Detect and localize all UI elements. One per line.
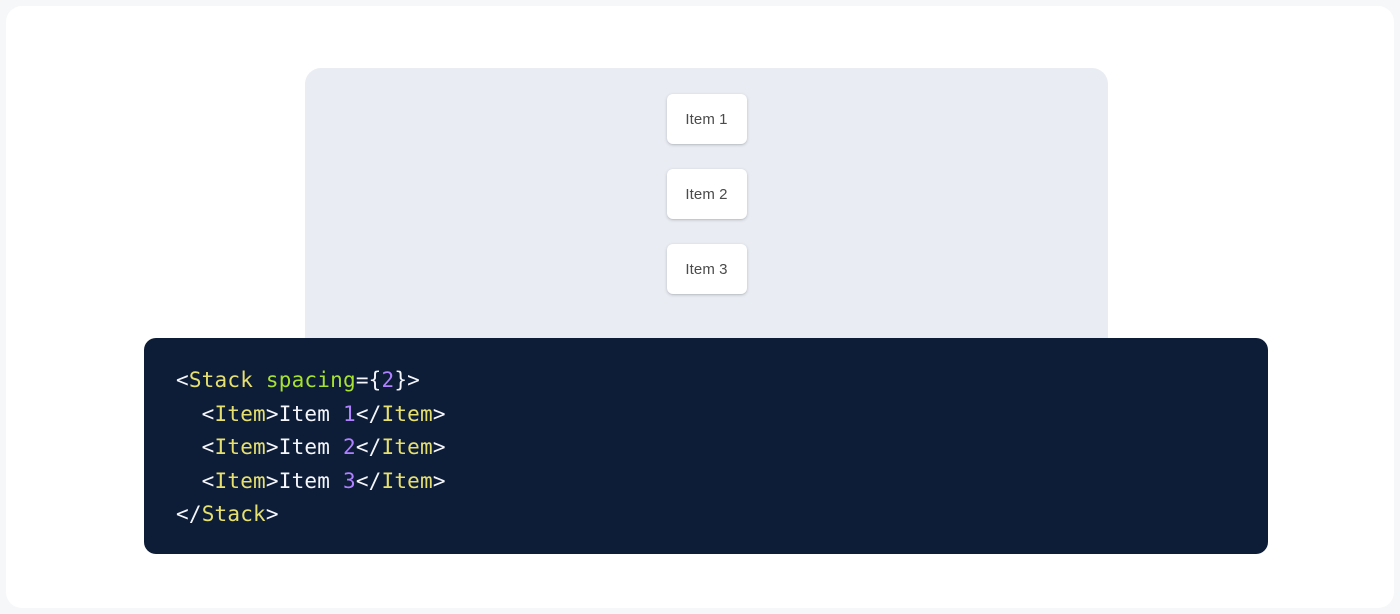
code-token-tag: Item xyxy=(214,435,266,460)
code-token-text xyxy=(253,368,266,392)
code-token-punct: > xyxy=(432,435,446,460)
code-token-punct: < xyxy=(176,368,189,392)
code-snippet-panel[interactable]: <Stack spacing={2}> <Item>Item 1</Item> … xyxy=(144,338,1268,554)
stack-item[interactable]: Item 2 xyxy=(666,169,747,219)
code-token-punct: }> xyxy=(394,368,421,392)
code-token-punct: > xyxy=(432,401,446,426)
page-card: Item 1 Item 2 Item 3 <Stack spacing={2}>… xyxy=(6,6,1394,608)
code-block: <Stack spacing={2}> <Item>Item 1</Item> … xyxy=(176,364,1236,532)
code-token-num: 3 xyxy=(342,468,356,493)
code-token-punct: < xyxy=(176,401,215,426)
code-line: <Stack spacing={2}> xyxy=(176,364,1236,398)
code-token-punct: < xyxy=(176,468,215,493)
code-token-punct: ={ xyxy=(355,368,382,392)
code-token-tag: Item xyxy=(381,401,433,426)
code-token-punct: </ xyxy=(355,468,382,493)
code-line: </Stack> xyxy=(176,498,1236,532)
code-token-punct: > xyxy=(432,468,446,493)
stack-preview-container: Item 1 Item 2 Item 3 xyxy=(305,68,1108,358)
code-token-tag: Item xyxy=(381,435,433,460)
code-token-punct: < xyxy=(176,435,215,460)
code-token-num: 2 xyxy=(342,435,356,460)
code-token-punct: > xyxy=(265,401,279,426)
code-token-punct: > xyxy=(265,468,279,493)
code-token-attr: spacing xyxy=(265,368,356,392)
code-token-text: Item xyxy=(278,435,343,460)
code-token-tag: Stack xyxy=(201,502,266,527)
code-token-tag: Stack xyxy=(188,368,254,392)
stack-item[interactable]: Item 3 xyxy=(666,244,747,294)
code-token-punct: </ xyxy=(176,502,202,527)
code-token-punct: > xyxy=(265,435,279,460)
code-token-tag: Item xyxy=(214,401,266,426)
code-line: <Item>Item 1</Item> xyxy=(176,398,1236,432)
code-token-tag: Item xyxy=(214,468,266,493)
stack-item[interactable]: Item 1 xyxy=(666,94,747,144)
code-line: <Item>Item 2</Item> xyxy=(176,431,1236,465)
code-token-tag: Item xyxy=(381,468,433,493)
code-token-text: Item xyxy=(278,401,343,426)
code-token-num: 1 xyxy=(342,401,356,426)
code-line: <Item>Item 3</Item> xyxy=(176,465,1236,499)
code-token-num: 2 xyxy=(381,368,395,392)
code-token-punct: </ xyxy=(355,435,382,460)
code-token-text: Item xyxy=(278,468,343,493)
code-token-punct: </ xyxy=(355,401,382,426)
code-token-punct: > xyxy=(265,502,279,527)
